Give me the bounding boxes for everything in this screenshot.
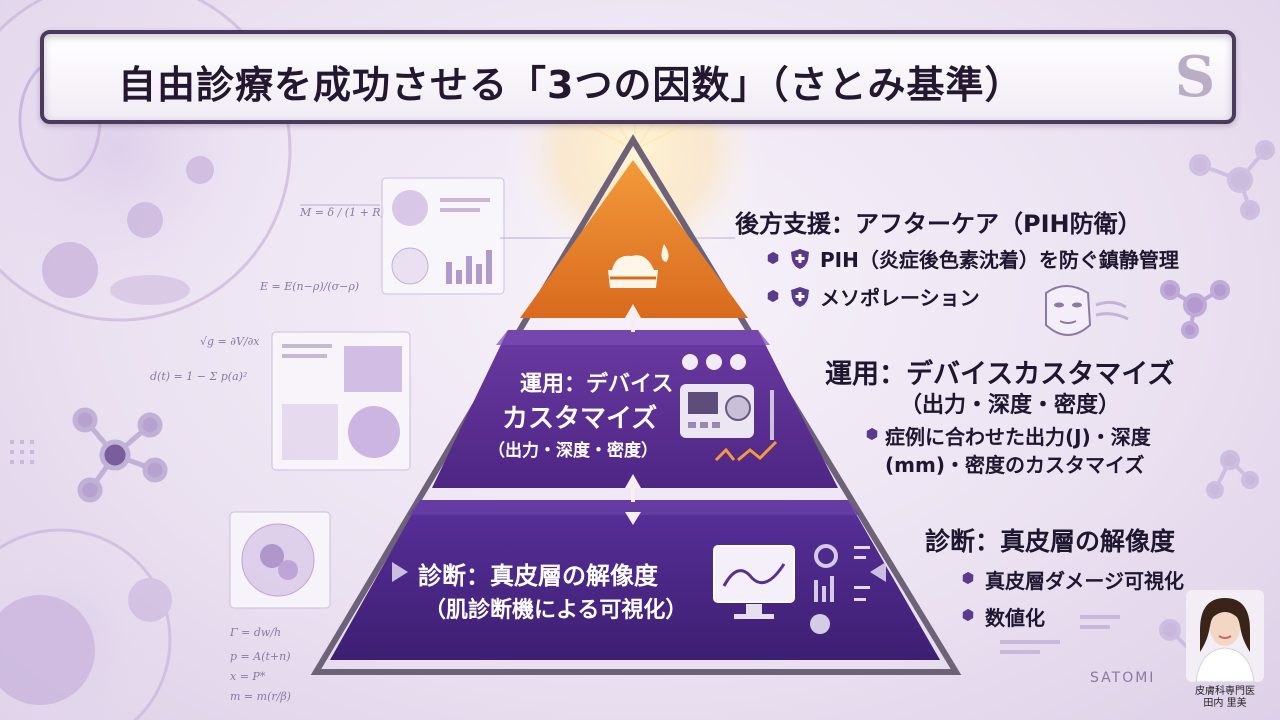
brand-wordmark: SATOMI: [1090, 670, 1156, 686]
doctor-title: 皮膚科専門医: [1195, 686, 1255, 697]
svg-text:x = P*: x = P*: [230, 670, 266, 683]
svg-text:√g = ∂V/∂x: √g = ∂V/∂x: [200, 335, 260, 348]
lab-panel-top: [381, 177, 505, 295]
diagnosis-bullet-2: 数値化: [985, 606, 1045, 630]
brand-logo: S: [1174, 44, 1216, 110]
device-customize-subheading: （出力・深度・密度）: [900, 393, 1121, 418]
device-customize-heading: 運用：デバイスカスタマイズ: [825, 359, 1175, 390]
bottom-tier-label-line1: 診断：真皮層の解像度: [418, 562, 658, 590]
svg-text:M = δ / (1 + R): M = δ / (1 + R): [299, 206, 385, 219]
aftercare-bullet-1: PIH（炎症後色素沈着）を防ぐ鎮静管理: [820, 248, 1179, 272]
middle-tier-label-line3: （出力・深度・密度）: [488, 441, 658, 461]
pyramid-top-tier: [520, 160, 748, 318]
doctor-caption: 皮膚科専門医 田内 里美: [1182, 686, 1268, 710]
svg-text:p = A(t+n): p = A(t+n): [230, 650, 291, 663]
lab-panel-middle: [271, 331, 411, 471]
molecule-right-mid: [1206, 450, 1259, 499]
title-bar: [40, 30, 1236, 124]
face-mask-icon: [1045, 285, 1129, 336]
device-panel-icon: [680, 354, 778, 462]
middle-tier-label-line2: カスタマイズ: [502, 404, 658, 434]
diagnosis-heading: 診断：真皮層の解像度: [925, 527, 1176, 556]
device-customize-bullet-line1: 症例に合わせた出力(J)・深度: [885, 425, 1151, 449]
cell-illustration-bottom-left: [0, 528, 172, 720]
molecule-left: [72, 407, 168, 503]
molecule-icon: [1160, 280, 1230, 339]
doctor-avatar: [1186, 590, 1264, 682]
shield-icon: [791, 287, 809, 307]
aftercare-heading: 後方支援：アフターケア（PIH防衛）: [735, 210, 1142, 238]
pyramid-bottom-tier: [330, 500, 940, 660]
cream-jar-icon: [608, 244, 669, 288]
aftercare-bullet-2: メソポレーション: [820, 286, 980, 310]
page-title: 自由診療を成功させる「3つの因数」（さとみ基準）: [118, 63, 1024, 107]
monitor-chart-icon: [713, 544, 870, 634]
bottom-tier-label-line2: （肌診断機による可視化）: [424, 598, 688, 623]
shield-icon: [791, 249, 809, 269]
molecule-right-top: [1189, 140, 1275, 220]
diagnosis-bullet-1: 真皮層ダメージ可視化: [985, 569, 1184, 593]
svg-text:Γ = dw/h: Γ = dw/h: [229, 626, 281, 639]
svg-text:m = m(r/β): m = m(r/β): [230, 690, 291, 703]
device-customize-bullet-line2: (mm)・密度のカスタマイズ: [885, 453, 1145, 477]
svg-text:d(t) = 1 − Σ p(a)²: d(t) = 1 − Σ p(a)²: [150, 370, 247, 383]
svg-text:E = E(n−ρ)/(σ−ρ): E = E(n−ρ)/(σ−ρ): [259, 280, 359, 293]
lab-panel-bottom: [229, 511, 331, 609]
middle-tier-label-line1: 運用：デバイス: [520, 372, 674, 397]
doctor-name: 田内 里美: [1203, 698, 1247, 709]
